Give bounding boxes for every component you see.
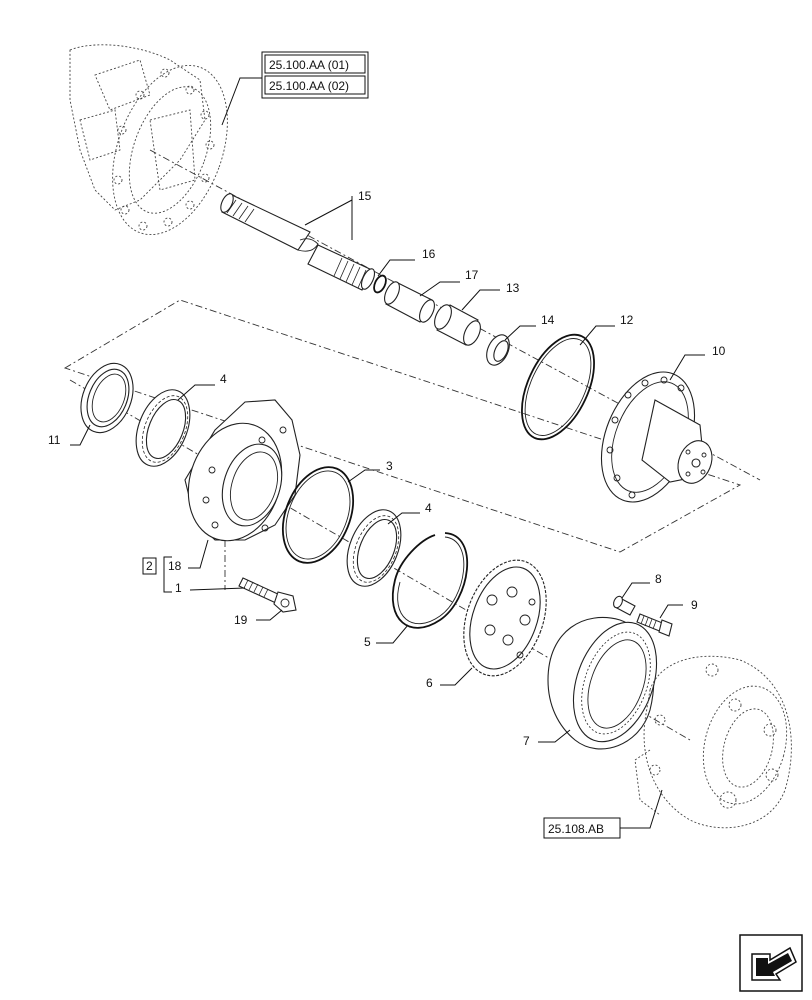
callout-13: 13 (506, 281, 520, 295)
callout-17: 17 (465, 268, 479, 282)
callout-8: 8 (655, 572, 662, 586)
planet-carrier-housing (184, 399, 301, 542)
leader-lines (70, 77, 705, 829)
o-ring-small (282, 466, 354, 564)
reference-box-bottom[interactable]: 25.108.AB (543, 817, 621, 839)
snap-ring (373, 274, 387, 294)
callout-12: 12 (620, 313, 634, 327)
dowel-pin (613, 595, 636, 616)
callout-10: 10 (712, 344, 726, 358)
callout-15: 15 (358, 189, 372, 203)
flange-bolt (238, 577, 297, 613)
callout-2: 2 (146, 559, 153, 573)
reference-label-2: 25.100.AA (02) (269, 79, 349, 93)
callout-16: 16 (422, 247, 436, 261)
callout-1: 1 (175, 581, 182, 595)
reference-label-1: 25.100.AA (01) (269, 58, 349, 72)
callout-7: 7 (523, 734, 530, 748)
callout-4-lower: 4 (425, 501, 432, 515)
callout-5: 5 (364, 635, 371, 649)
thrust-washer (486, 334, 510, 366)
callout-14: 14 (541, 313, 555, 327)
callout-11: 11 (48, 433, 61, 447)
bushing (434, 304, 481, 346)
o-ring-large (521, 333, 595, 441)
next-page-arrow-icon[interactable] (739, 934, 803, 992)
assembly-boundary (63, 299, 742, 553)
callout-6: 6 (426, 676, 433, 690)
callout-4-upper: 4 (220, 372, 227, 386)
sleeve (384, 281, 435, 323)
drive-shaft (220, 193, 376, 291)
reference-label-3: 25.108.AB (548, 822, 604, 836)
circlip (391, 532, 469, 629)
reference-box-top[interactable]: 25.100.AA (01) 25.100.AA (02) (261, 51, 369, 99)
cap-screw (636, 613, 673, 637)
oil-seal (80, 362, 134, 434)
reference-hub (634, 655, 792, 829)
callout-19: 19 (234, 613, 248, 627)
roller-bearing-lower (346, 509, 402, 587)
axle-housing (69, 44, 228, 236)
sun-gear (463, 559, 547, 677)
callout-2-box (142, 557, 157, 575)
roller-bearing-upper (135, 389, 191, 467)
callout-3: 3 (386, 459, 393, 473)
callout-18: 18 (168, 559, 182, 573)
wheel-hub (600, 371, 713, 503)
callout-labels: 15 16 17 13 14 12 10 4 11 3 4 18 2 1 19 … (48, 189, 726, 748)
callout-9: 9 (691, 598, 698, 612)
